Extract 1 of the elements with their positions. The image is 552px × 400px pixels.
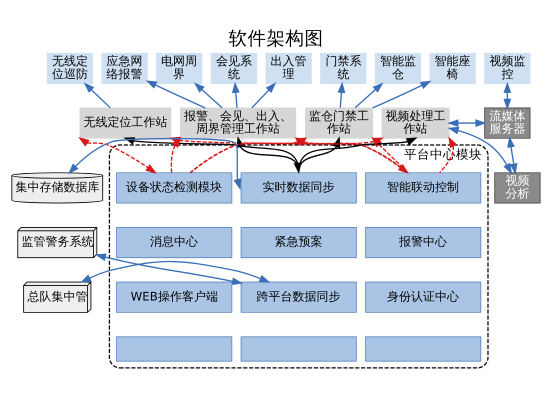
diagram-title: 软件架构图: [228, 28, 324, 50]
